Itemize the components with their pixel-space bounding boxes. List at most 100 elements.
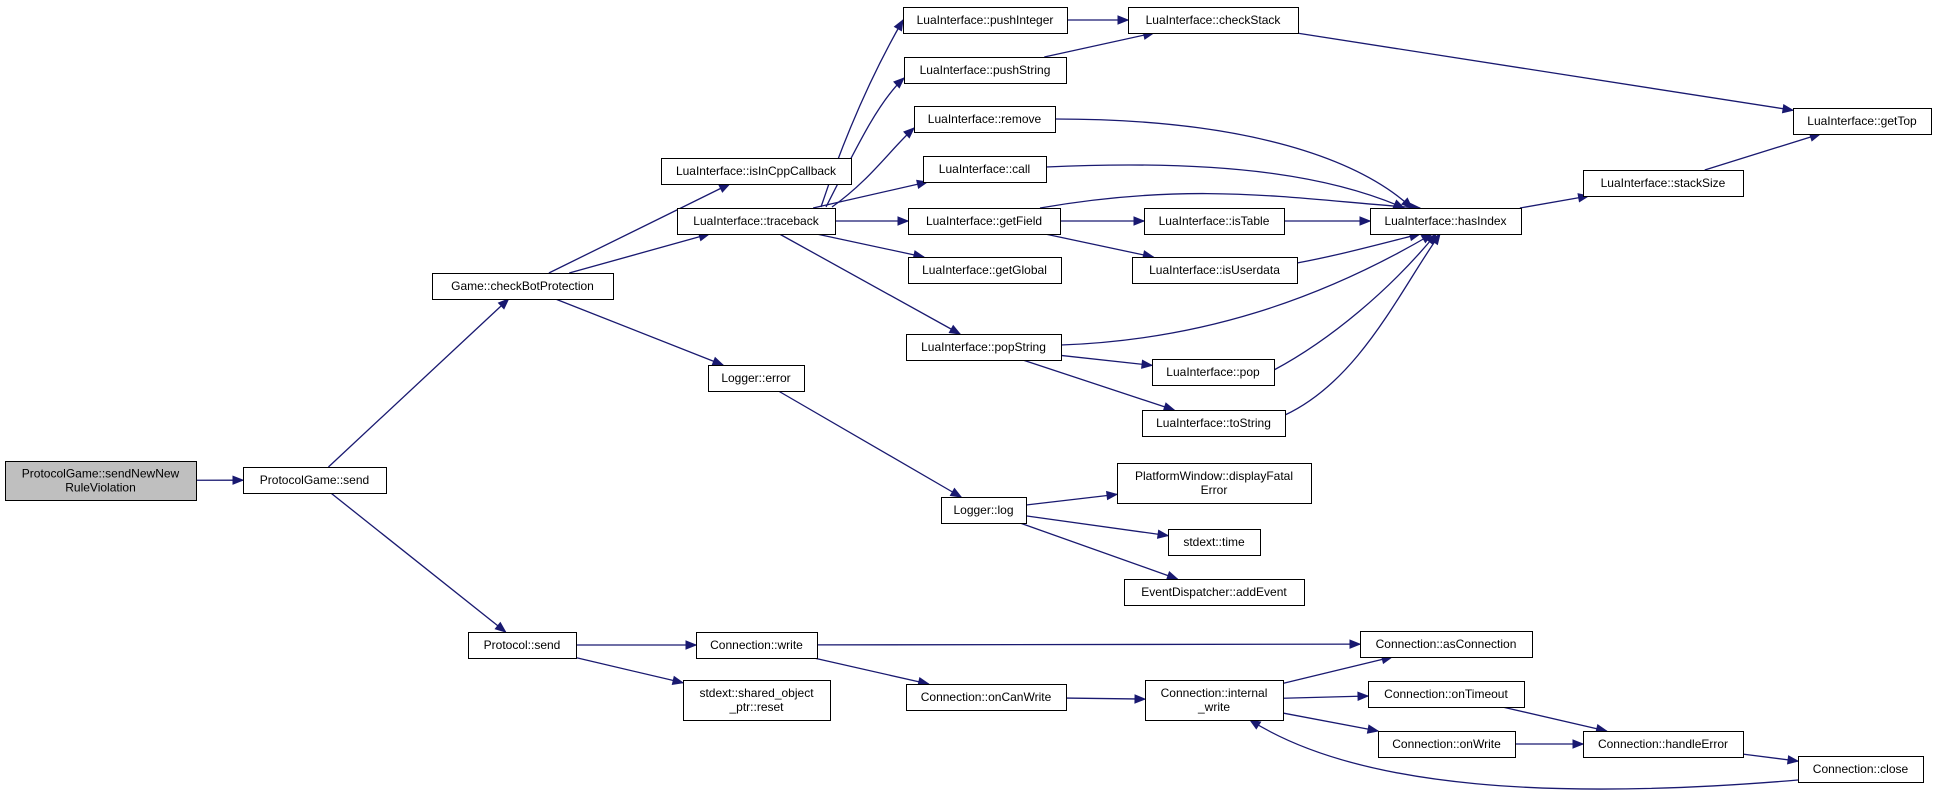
edge-onTimeout-to-handleError	[1502, 706, 1608, 734]
node-box	[708, 365, 805, 392]
node-box	[1793, 108, 1932, 135]
node-loggerLog[interactable]: Logger::log	[941, 497, 1027, 524]
node-label: Protocol::send	[484, 638, 561, 652]
node-box	[1128, 7, 1299, 34]
node-box	[683, 680, 831, 721]
node-getField[interactable]: LuaInterface::getField	[908, 208, 1061, 235]
node-hasIndex[interactable]: LuaInterface::hasIndex	[1370, 208, 1522, 235]
node-box	[696, 632, 818, 659]
node-label: LuaInterface::stackSize	[1601, 176, 1726, 190]
node-box	[903, 7, 1068, 34]
edge-stackSize-to-getTop	[1704, 132, 1822, 171]
edge-popString-to-pop	[1060, 354, 1154, 369]
edge-sendNewRuleViolation-to-pgSend	[195, 475, 245, 485]
node-label: Game::checkBotProtection	[451, 279, 594, 293]
node-label: RuleViolation	[65, 481, 136, 495]
edge-connWrite-to-onCanWrite	[813, 657, 930, 687]
edge-internalWrite-to-onTimeout	[1282, 691, 1370, 702]
node-addEvent[interactable]: EventDispatcher::addEvent	[1124, 579, 1305, 606]
node-label: Connection::onWrite	[1392, 737, 1501, 751]
edge-popString-to-hasIndex	[1060, 233, 1434, 346]
node-onTimeout[interactable]: Connection::onTimeout	[1368, 681, 1525, 708]
edge-protoSend-to-sharedReset	[575, 657, 685, 685]
node-box	[1370, 208, 1522, 235]
edge-internalWrite-to-asConnection	[1282, 654, 1394, 684]
node-box	[914, 106, 1056, 133]
edge-loggerError-to-loggerLog	[778, 390, 963, 498]
node-box	[906, 684, 1067, 711]
node-box	[432, 273, 614, 300]
node-isTable[interactable]: LuaInterface::isTable	[1144, 208, 1285, 235]
node-box	[904, 57, 1067, 84]
node-label: LuaInterface::isUserdata	[1149, 263, 1280, 277]
node-label: Connection::write	[710, 638, 803, 652]
edges-layer	[195, 15, 1822, 790]
node-getGlobal[interactable]: LuaInterface::getGlobal	[908, 257, 1062, 284]
node-popString[interactable]: LuaInterface::popString	[906, 334, 1062, 361]
node-box	[1144, 208, 1285, 235]
node-pgSend[interactable]: ProtocolGame::send	[243, 467, 387, 494]
node-toString[interactable]: LuaInterface::toString	[1142, 410, 1286, 437]
node-pop[interactable]: LuaInterface::pop	[1152, 359, 1275, 386]
edge-onCanWrite-to-internalWrite	[1065, 694, 1147, 704]
edge-protoSend-to-connWrite	[576, 640, 698, 650]
node-box	[1798, 756, 1924, 783]
edge-toString-to-hasIndex	[1284, 232, 1441, 416]
node-box	[1124, 579, 1305, 606]
node-close[interactable]: Connection::close	[1798, 756, 1924, 783]
node-label: LuaInterface::getGlobal	[922, 263, 1047, 277]
edge-call-to-hasIndex	[1045, 164, 1406, 209]
node-label: LuaInterface::popString	[921, 340, 1046, 354]
node-label: LuaInterface::getField	[926, 214, 1042, 228]
node-label: LuaInterface::pushInteger	[917, 13, 1054, 27]
node-box	[1142, 410, 1286, 437]
nodes-layer: ProtocolGame::sendNewNewRuleViolationPro…	[5, 7, 1932, 783]
node-onCanWrite[interactable]: Connection::onCanWrite	[906, 684, 1067, 711]
node-asConnection[interactable]: Connection::asConnection	[1360, 631, 1533, 658]
node-box	[908, 257, 1062, 284]
edge-traceback-to-pushString	[825, 77, 905, 208]
node-protoSend[interactable]: Protocol::send	[468, 632, 577, 659]
node-handleError[interactable]: Connection::handleError	[1583, 731, 1744, 758]
node-pushString[interactable]: LuaInterface::pushString	[904, 57, 1067, 84]
edge-hasIndex-to-stackSize	[1519, 193, 1590, 209]
node-internalWrite[interactable]: Connection::internal_write	[1145, 680, 1284, 721]
node-getTop[interactable]: LuaInterface::getTop	[1793, 108, 1932, 135]
node-pushInteger[interactable]: LuaInterface::pushInteger	[903, 7, 1068, 34]
node-onWrite[interactable]: Connection::onWrite	[1378, 731, 1516, 758]
node-isInCpp[interactable]: LuaInterface::isInCppCallback	[661, 158, 852, 185]
edge-isUserdata-to-hasIndex	[1296, 231, 1422, 264]
edge-pushInteger-to-checkStack	[1067, 15, 1130, 25]
node-label: LuaInterface::traceback	[693, 214, 819, 228]
node-label: ProtocolGame::send	[260, 473, 369, 487]
node-box	[1132, 257, 1298, 284]
node-loggerError[interactable]: Logger::error	[708, 365, 805, 392]
node-connWrite[interactable]: Connection::write	[696, 632, 818, 659]
edge-remove-to-hasIndex	[1054, 118, 1413, 209]
node-remove[interactable]: LuaInterface::remove	[914, 106, 1056, 133]
node-label: ProtocolGame::sendNewNew	[22, 467, 180, 481]
edge-internalWrite-to-onWrite	[1282, 712, 1380, 734]
node-box	[5, 461, 197, 501]
node-box	[677, 208, 836, 235]
edge-pushString-to-checkStack	[1044, 30, 1156, 58]
node-box	[1152, 359, 1275, 386]
node-checkBot[interactable]: Game::checkBotProtection	[432, 273, 614, 300]
node-label: LuaInterface::remove	[928, 112, 1042, 126]
edge-connWrite-to-asConnection	[816, 639, 1362, 649]
node-isUserdata[interactable]: LuaInterface::isUserdata	[1132, 257, 1298, 284]
node-call[interactable]: LuaInterface::call	[923, 156, 1047, 183]
node-label: Connection::onCanWrite	[921, 690, 1052, 704]
node-traceback[interactable]: LuaInterface::traceback	[677, 208, 836, 235]
node-box	[906, 334, 1062, 361]
node-stackSize[interactable]: LuaInterface::stackSize	[1583, 170, 1744, 197]
node-checkStack[interactable]: LuaInterface::checkStack	[1128, 7, 1299, 34]
node-time[interactable]: stdext::time	[1168, 529, 1261, 556]
node-sharedReset[interactable]: stdext::shared_object_ptr::reset	[683, 680, 831, 721]
node-label: LuaInterface::toString	[1156, 416, 1271, 430]
node-label: LuaInterface::pop	[1166, 365, 1260, 379]
edge-traceback-to-remove	[831, 127, 915, 208]
